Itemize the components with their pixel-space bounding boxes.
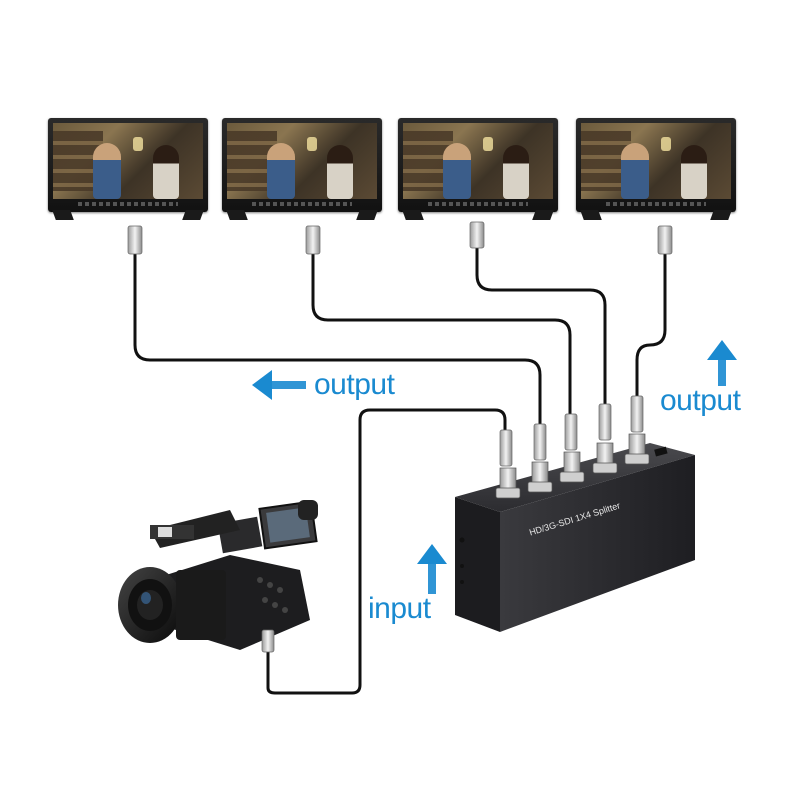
monitor-bezel — [48, 118, 208, 212]
monitor-screen — [53, 123, 203, 199]
monitor-screen — [227, 123, 377, 199]
monitor-bezel — [398, 118, 558, 212]
output-label-left: output — [314, 368, 395, 401]
monitor-2 — [222, 118, 382, 223]
arrow-up-icon — [707, 340, 737, 386]
cable-output-3 — [475, 243, 607, 407]
arrows — [252, 340, 737, 594]
cable-input — [266, 408, 507, 695]
monitor-screen — [581, 123, 731, 199]
monitor-3 — [398, 118, 558, 223]
cable-output-1 — [133, 250, 542, 427]
monitor-bezel — [222, 118, 382, 212]
monitor-bezel — [576, 118, 736, 212]
cables — [133, 243, 667, 695]
cable-output-2 — [311, 250, 572, 417]
monitor-screen — [403, 123, 553, 199]
video-camera-icon — [118, 500, 318, 653]
monitor-4 — [576, 118, 736, 223]
arrow-left-icon — [252, 370, 306, 400]
input-label: input — [368, 592, 431, 625]
output-label-right: output — [660, 384, 741, 417]
arrow-up-icon — [417, 544, 447, 594]
cable-output-4 — [635, 250, 667, 400]
monitor-1 — [48, 118, 208, 223]
monitor-bnc-plugs — [127, 221, 673, 255]
device-bnc-ports — [495, 395, 650, 499]
